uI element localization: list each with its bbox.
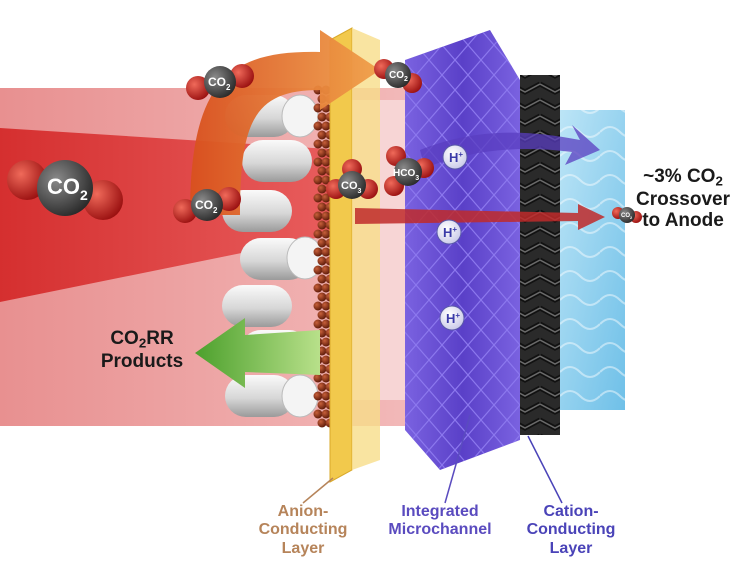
co2-crossover-arrow — [355, 204, 605, 230]
svg-text:H+: H+ — [443, 225, 457, 240]
crossover-label: ~3% CO2 Crossover to Anode — [636, 166, 730, 232]
catalyst-bead — [317, 148, 327, 158]
catalyst-bead — [317, 184, 327, 194]
catalyst-bead — [313, 391, 323, 401]
catalyst-bead — [313, 121, 323, 131]
cation-layer-texture — [520, 75, 560, 435]
catalyst-bead — [317, 382, 327, 392]
catalyst-bead — [313, 283, 323, 293]
gas-diffusion-cylinders — [222, 94, 324, 418]
catalyst-bead — [317, 256, 327, 266]
catalyst-bead — [317, 310, 327, 320]
catalyst-bead — [313, 211, 323, 221]
catalyst-bead — [313, 157, 323, 167]
co2-molecule-large: CO2 — [7, 160, 123, 220]
catalyst-bead — [321, 409, 331, 419]
anion-label-leader — [302, 477, 334, 504]
catalyst-bead — [317, 112, 327, 122]
catalyst-beads — [313, 85, 335, 428]
products-label: CO2RR Products — [100, 328, 184, 372]
anion-layer-label: Anion- Conducting Layer — [258, 503, 348, 557]
catalyst-bead — [321, 301, 331, 311]
catalyst-bead — [321, 355, 331, 365]
catalyst-bead — [317, 418, 327, 428]
catalyst-bead — [321, 391, 331, 401]
svg-text:CO2: CO2 — [389, 70, 408, 83]
catalyst-bead — [321, 175, 331, 185]
catalyst-bead — [313, 139, 323, 149]
proton-bottom: H+ — [439, 305, 465, 331]
catalyst-bead — [313, 301, 323, 311]
carbonate-ion: CO3 — [326, 159, 378, 199]
co2rr-products-arrow — [195, 318, 320, 388]
catalyst-bead — [321, 229, 331, 239]
catalyst-bead — [317, 220, 327, 230]
microchannel-label: Integrated Microchannel — [388, 503, 492, 539]
catalyst-bead — [317, 166, 327, 176]
catalyst-bead — [317, 274, 327, 284]
cation-layer-label: Cation- Conducting Layer — [526, 503, 616, 557]
microchannel-texture — [405, 30, 520, 470]
catalyst-bead — [321, 247, 331, 257]
micro-label-leader — [444, 414, 471, 504]
catalyst-bead — [321, 337, 331, 347]
bicarbonate-ion: HCO3 — [384, 146, 434, 196]
catalyst-bead — [313, 265, 323, 275]
svg-text:CO2: CO2 — [208, 75, 231, 92]
co2-molecule-crossover: CO2 — [612, 207, 642, 223]
co2-molecule-top: CO2 — [374, 59, 422, 93]
catalyst-bead — [313, 247, 323, 257]
anion-layer-face — [352, 28, 380, 470]
catalyst-bead — [321, 121, 331, 131]
svg-text:CO2: CO2 — [195, 198, 218, 215]
svg-text:H+: H+ — [449, 150, 463, 165]
proton-top: H+ — [442, 144, 468, 170]
catalyst-bead — [313, 319, 323, 329]
catalyst-bead — [321, 211, 331, 221]
svg-text:CO2: CO2 — [621, 213, 633, 220]
catalyst-bead — [317, 202, 327, 212]
catalyst-bead — [321, 373, 331, 383]
catalyst-bead — [313, 229, 323, 239]
catalyst-bead — [321, 265, 331, 275]
svg-text:CO3: CO3 — [341, 180, 362, 195]
co2-molecule-mid: CO2 — [173, 187, 241, 223]
co2-molecule-arc: CO2 — [186, 64, 254, 100]
anode-water-texture — [555, 110, 625, 410]
catalyst-bead — [313, 175, 323, 185]
cation-label-leader — [527, 435, 563, 504]
catalyst-bead — [317, 400, 327, 410]
catalyst-bead — [313, 373, 323, 383]
catalyst-bead — [317, 292, 327, 302]
catalyst-bead — [313, 193, 323, 203]
proton-middle: H+ — [436, 219, 462, 245]
catalyst-bead — [313, 409, 323, 419]
catalyst-bead — [317, 130, 327, 140]
svg-text:H+: H+ — [446, 311, 460, 326]
catalyst-bead — [317, 238, 327, 248]
catalyst-bead — [321, 139, 331, 149]
catalyst-bead — [321, 157, 331, 167]
catalyst-bead — [321, 193, 331, 203]
catalyst-bead — [321, 283, 331, 293]
svg-text:CO2: CO2 — [47, 174, 88, 203]
svg-text:HCO3: HCO3 — [393, 168, 419, 182]
catalyst-bead — [321, 319, 331, 329]
proton-flow-arrow — [420, 125, 600, 168]
